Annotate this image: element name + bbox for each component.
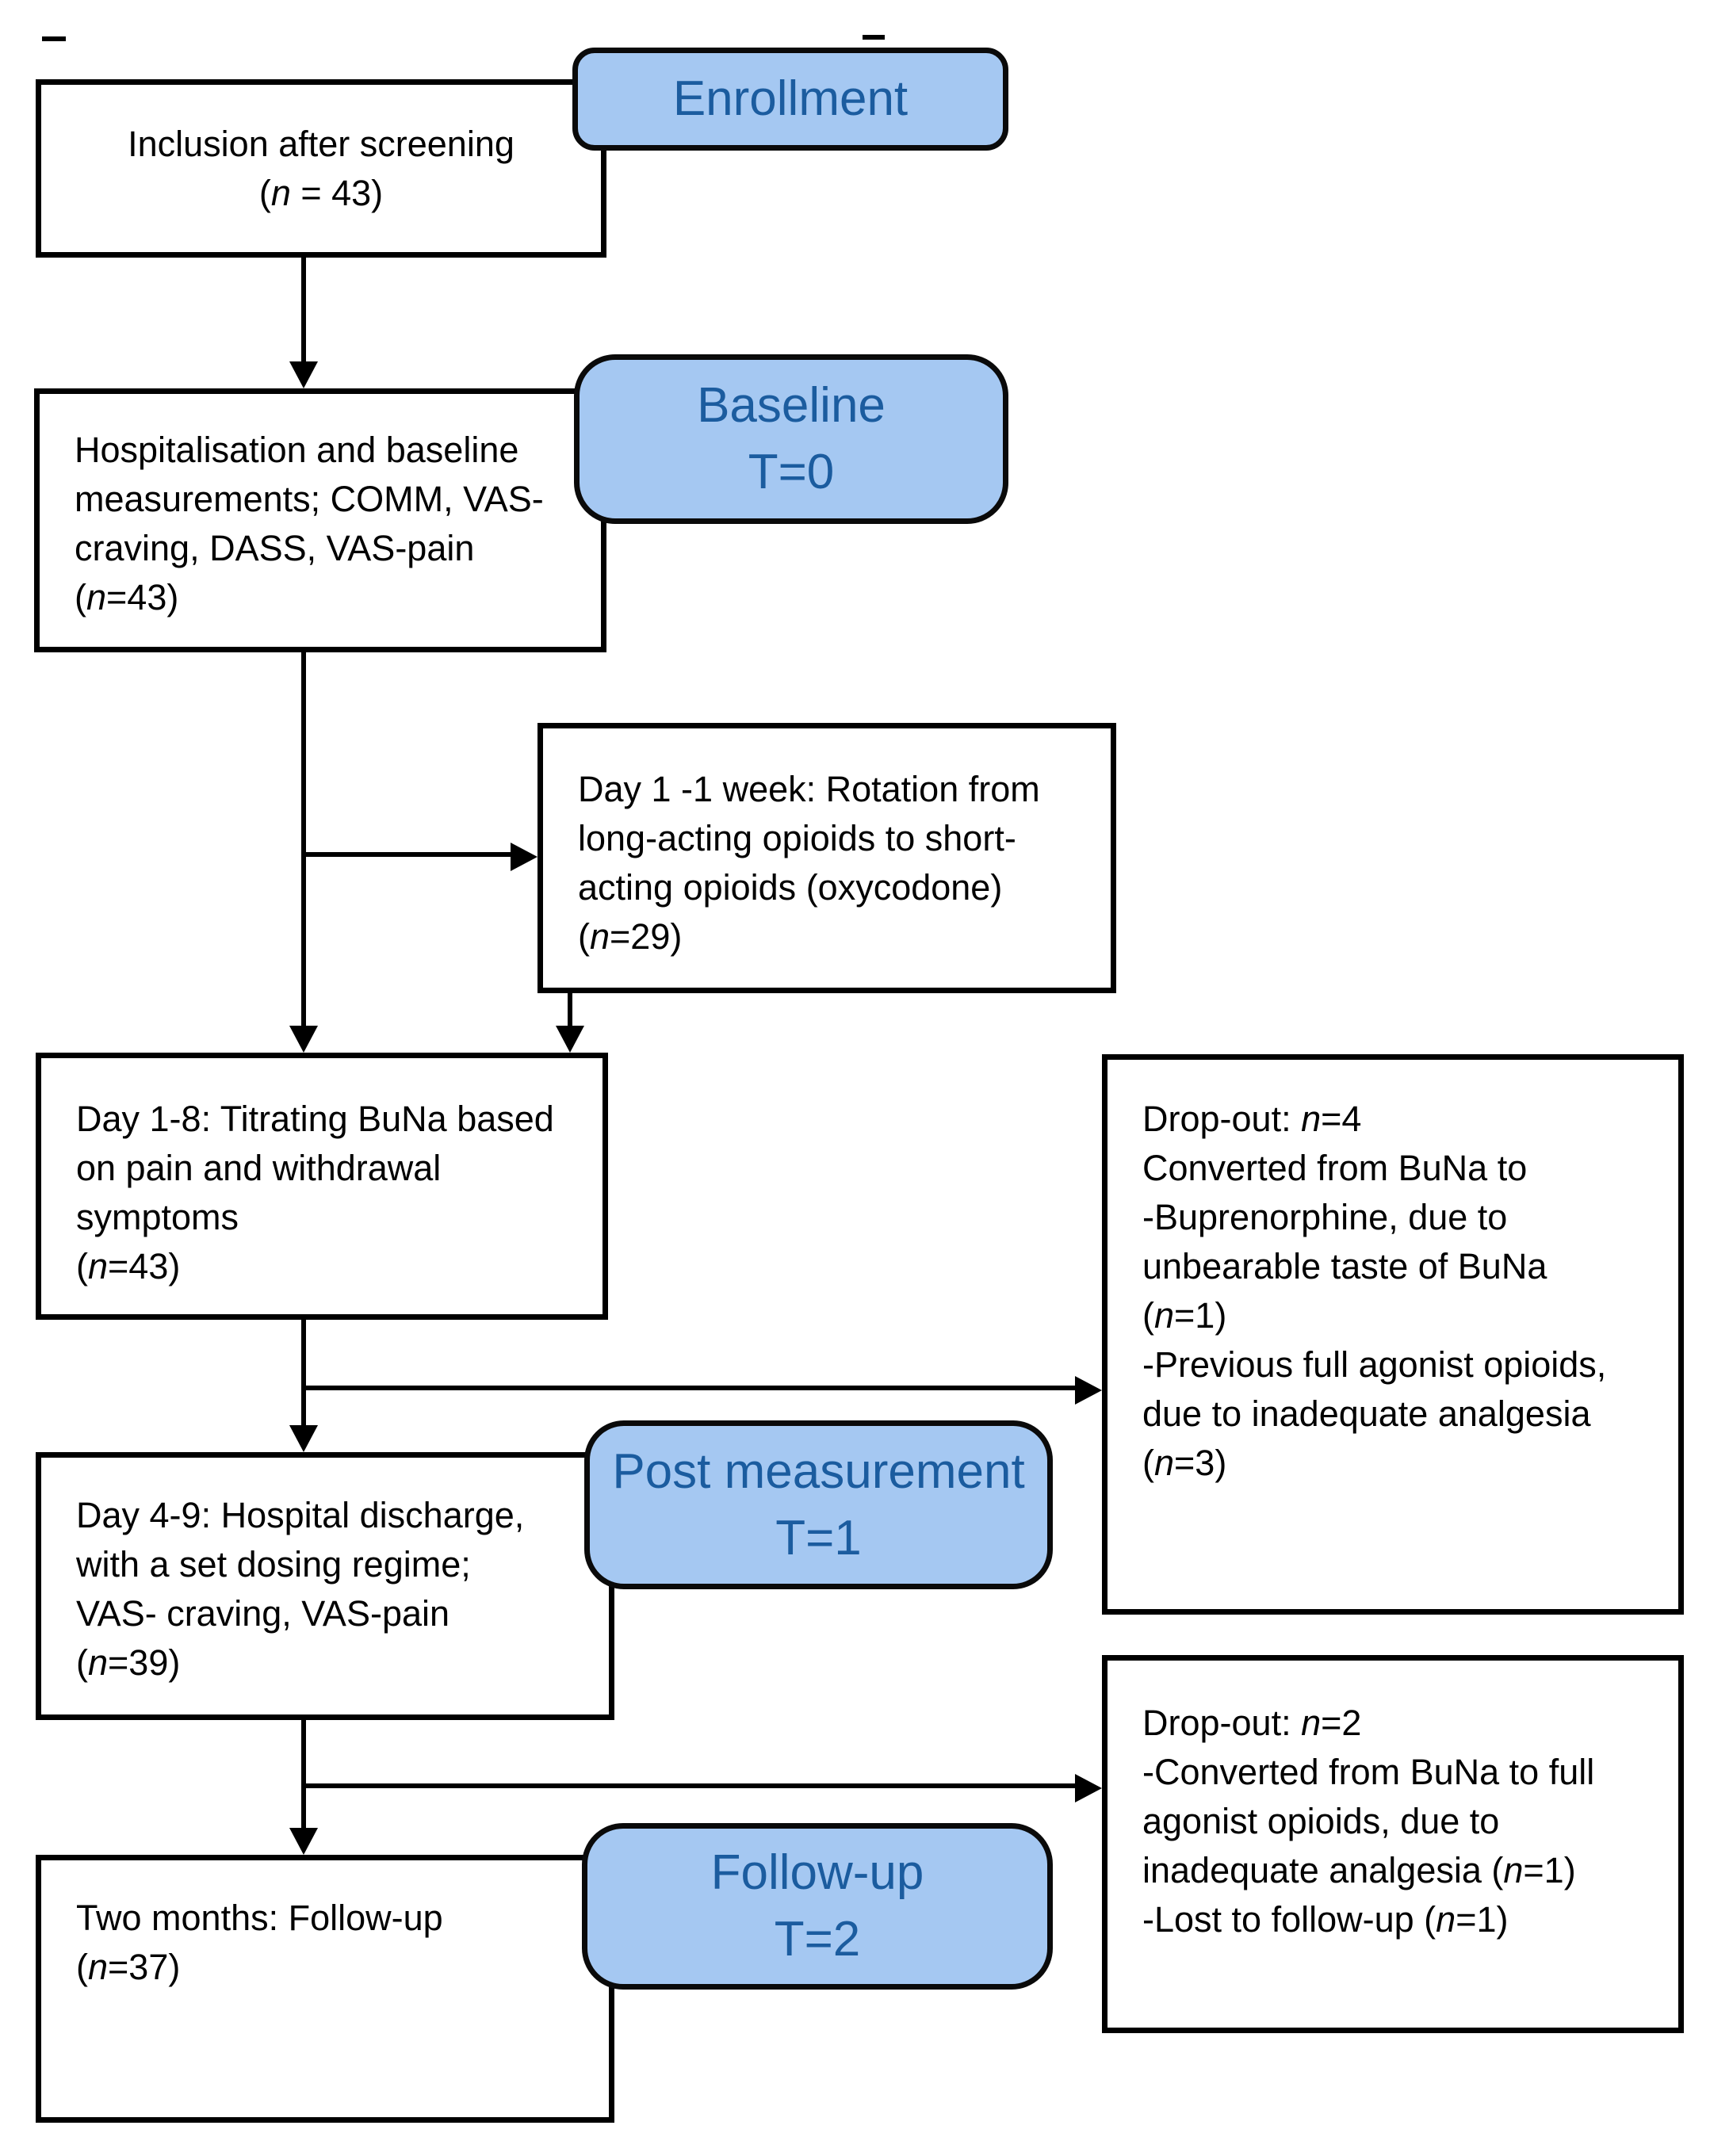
italic-n: n bbox=[88, 1947, 109, 1987]
vertical-connector-line bbox=[301, 1320, 306, 1431]
flow-box-text-line: acting opioids (oxycodone) bbox=[578, 867, 1003, 908]
flow-box-text-line: (n=1) bbox=[1142, 1295, 1227, 1336]
hospital-discharge-box: Day 4-9: Hospital discharge, with a set d… bbox=[36, 1452, 614, 1720]
flow-box-text-line: (n=29) bbox=[578, 916, 683, 957]
stray-mark-1 bbox=[42, 36, 66, 41]
flow-box-text-line: Converted from BuNa to bbox=[1142, 1148, 1528, 1188]
baseline-stage-label: Baseline bbox=[697, 378, 886, 433]
flow-box-text-line: -Previous full agonist opioids, bbox=[1142, 1344, 1607, 1385]
italic-n: n bbox=[88, 1246, 109, 1286]
flow-box-text-line: -Lost to follow-up (n=1) bbox=[1142, 1899, 1509, 1940]
flow-box-text-line: (n=3) bbox=[1142, 1443, 1227, 1483]
baseline-stage-label: T=0 bbox=[748, 445, 835, 499]
vertical-connector-line bbox=[301, 652, 306, 1033]
flow-box-text-line: (n=43) bbox=[76, 1246, 181, 1286]
italic-n: n bbox=[88, 1642, 109, 1683]
flow-box-text-line: inadequate analgesia (n=1) bbox=[1142, 1850, 1576, 1890]
italic-n: n bbox=[590, 916, 610, 957]
follow-up-stage-label: Follow-up bbox=[710, 1845, 924, 1900]
flow-box-text-line: Inclusion after screening bbox=[128, 124, 515, 164]
flow-box-text-line: agonist opioids, due to bbox=[1142, 1801, 1500, 1841]
follow-up-stage-label: T=2 bbox=[774, 1912, 861, 1967]
vertical-connector-line bbox=[568, 993, 572, 1033]
italic-n: n bbox=[1301, 1099, 1322, 1139]
flow-box-text-line: Day 1-8: Titrating BuNa based bbox=[76, 1099, 554, 1139]
vertical-connector-line bbox=[301, 258, 306, 369]
arrowhead-down-icon bbox=[289, 361, 318, 388]
flow-box-text-line: due to inadequate analgesia bbox=[1142, 1393, 1591, 1434]
arrowhead-down-icon bbox=[289, 1828, 318, 1855]
italic-n: n bbox=[1436, 1899, 1456, 1940]
arrowhead-down-icon bbox=[556, 1026, 584, 1053]
flow-box-text-line: (n=43) bbox=[75, 577, 179, 617]
post-measurement-stage-label: Post measurement bbox=[612, 1443, 1025, 1499]
titrating-buna-box: Day 1-8: Titrating BuNa based on pain and… bbox=[36, 1053, 608, 1320]
arrowhead-down-icon bbox=[289, 1026, 318, 1053]
flow-box-text-line: VAS- craving, VAS-pain bbox=[76, 1593, 450, 1634]
flow-box-text-line: (n=37) bbox=[76, 1947, 181, 1987]
enrollment-stage-box: Enrollment bbox=[572, 48, 1008, 151]
hospitalisation-baseline-measurements-box: Hospitalisation and baseline measurements… bbox=[34, 388, 606, 652]
flow-box-text-line: symptoms bbox=[76, 1197, 239, 1237]
arrowhead-right-icon bbox=[1075, 1376, 1102, 1405]
vertical-connector-line bbox=[301, 1720, 306, 1831]
post-measurement-stage-label: T=1 bbox=[775, 1510, 862, 1565]
flow-box-text-line: Day 1 -1 week: Rotation from bbox=[578, 769, 1040, 809]
flow-box-text-line: Drop-out: n=2 bbox=[1142, 1703, 1362, 1743]
flow-box-text-line: with a set dosing regime; bbox=[76, 1544, 471, 1585]
flow-box-text-line: Hospitalisation and baseline bbox=[75, 430, 519, 470]
italic-n: n bbox=[86, 577, 107, 617]
italic-n: n bbox=[1154, 1443, 1175, 1483]
drop-out-2-box: Drop-out: n=2 -Converted from BuNa to ful… bbox=[1102, 1655, 1684, 2033]
italic-n: n bbox=[1154, 1295, 1175, 1336]
rotation-to-short-acting-opioids-box: Day 1 -1 week: Rotation from long-acting … bbox=[537, 723, 1116, 993]
italic-n: n bbox=[1503, 1850, 1524, 1890]
flow-box-text-line: Day 4-9: Hospital discharge, bbox=[76, 1495, 525, 1535]
flow-box-text-line: -Converted from BuNa to full bbox=[1142, 1752, 1595, 1792]
inclusion-after-screening-box: Inclusion after screening (n = 43) bbox=[36, 79, 606, 258]
arrowhead-down-icon bbox=[289, 1425, 318, 1452]
stray-mark-2 bbox=[863, 35, 885, 40]
flow-box-text-line: craving, DASS, VAS-pain bbox=[75, 528, 475, 568]
arrowhead-right-icon bbox=[511, 843, 537, 871]
flow-box-text-line: on pain and withdrawal bbox=[76, 1148, 442, 1188]
flow-box-text-line: unbearable taste of BuNa bbox=[1142, 1246, 1547, 1286]
enrollment-stage-label: Enrollment bbox=[672, 71, 909, 126]
flow-box-text-line: long-acting opioids to short- bbox=[578, 818, 1016, 858]
horizontal-connector-line bbox=[304, 1386, 1078, 1390]
arrowhead-right-icon bbox=[1075, 1774, 1102, 1802]
flow-box-text-line: (n=39) bbox=[76, 1642, 181, 1683]
horizontal-connector-line bbox=[304, 852, 514, 857]
two-months-follow-up-box: Two months: Follow-up (n=37) bbox=[36, 1855, 614, 2123]
flow-box-text-line: measurements; COMM, VAS- bbox=[75, 479, 544, 519]
flow-box-text-line: -Buprenorphine, due to bbox=[1142, 1197, 1508, 1237]
horizontal-connector-line bbox=[304, 1783, 1078, 1788]
italic-n: n bbox=[270, 173, 291, 213]
flow-box-text-line: Two months: Follow-up bbox=[76, 1898, 443, 1938]
italic-n: n bbox=[1301, 1703, 1322, 1743]
flow-box-text-line: (n = 43) bbox=[258, 173, 384, 213]
flow-box-text-line: Drop-out: n=4 bbox=[1142, 1099, 1362, 1139]
